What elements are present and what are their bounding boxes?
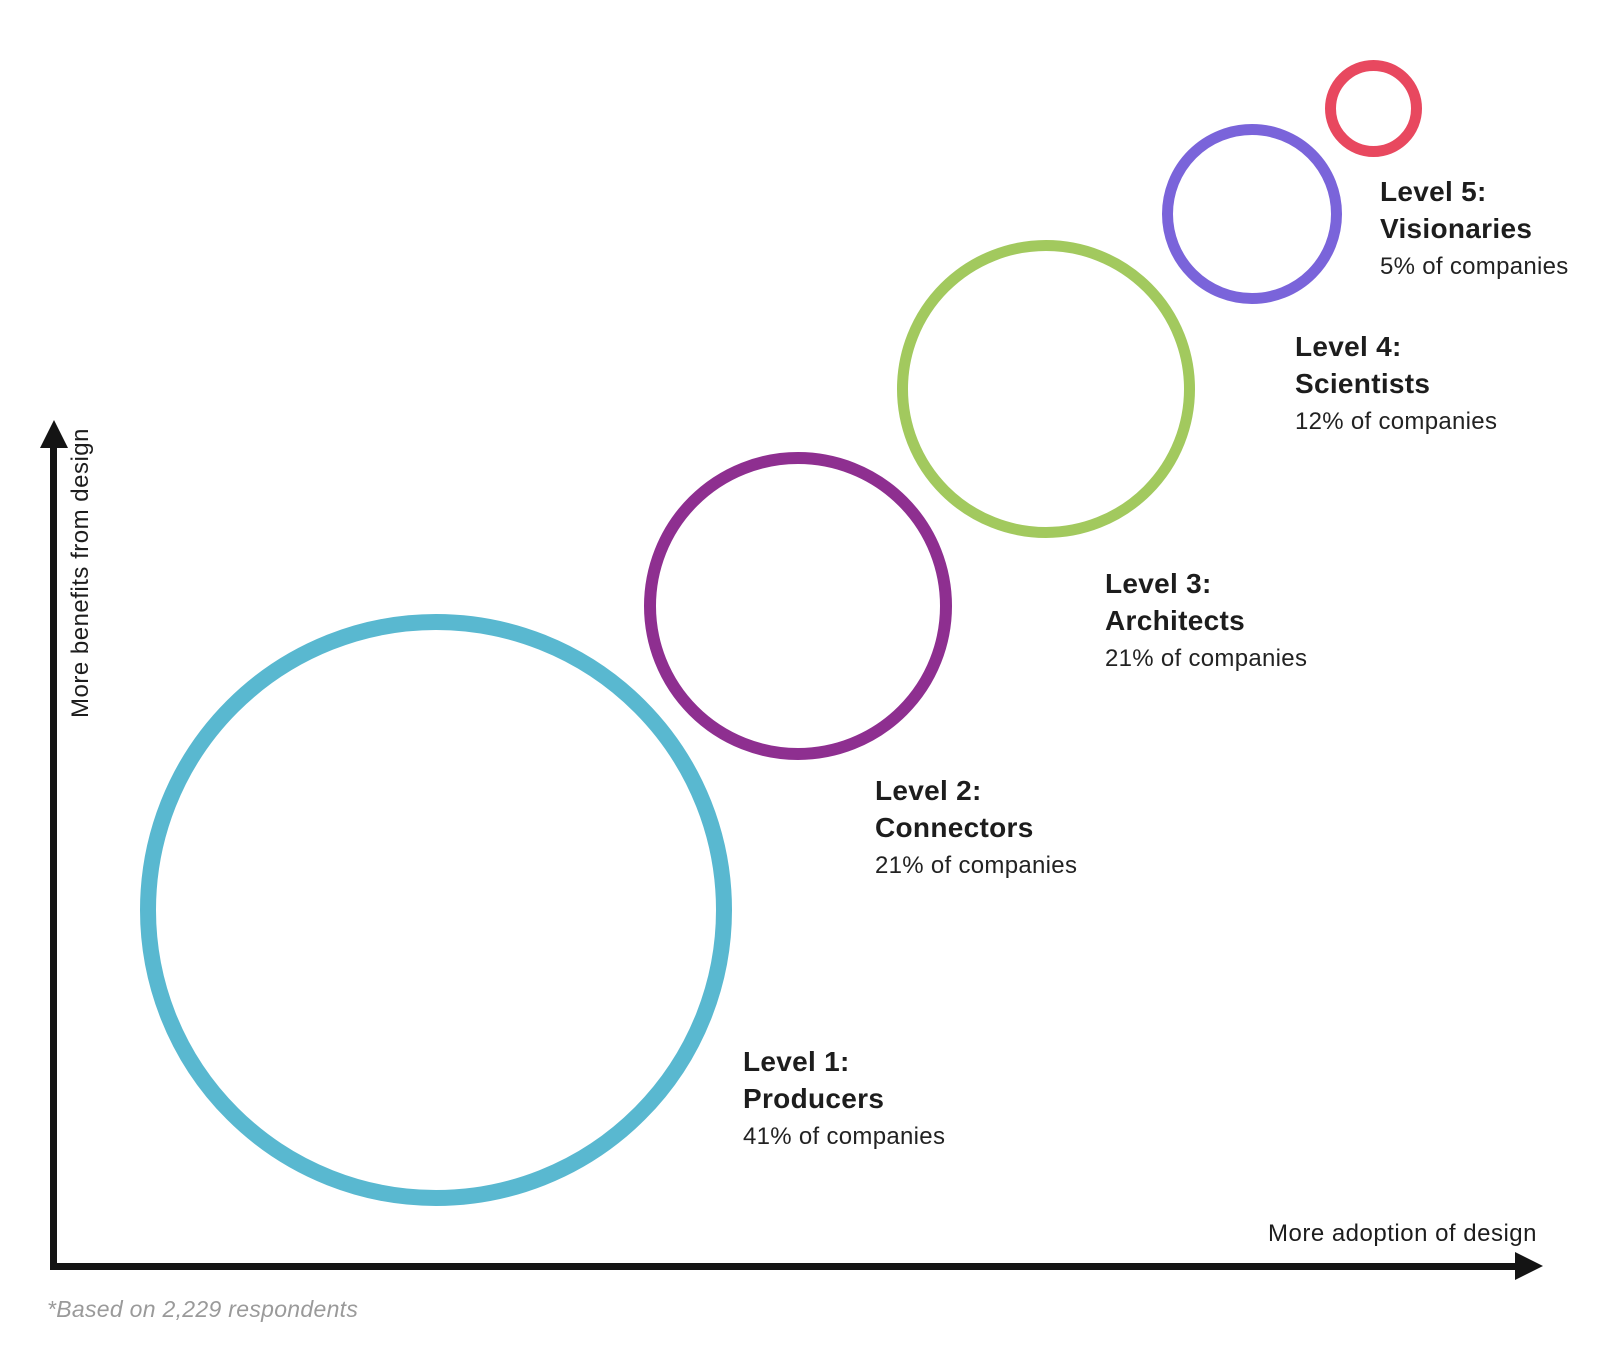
label-share-level-1: 41% of companies [743,1123,946,1150]
x-axis-label: More adoption of design [1267,1220,1537,1247]
label-share-level-2: 21% of companies [875,852,1078,879]
footnote: *Based on 2,229 respondents [47,1296,359,1322]
label-share-level-4: 12% of companies [1295,408,1498,435]
y-axis-label: More benefits from design [67,428,94,718]
label-title-level-3: Level 3: Architects [1105,565,1307,639]
label-level-1: Level 1: Producers 41% of companies [743,1043,945,1151]
label-name-level-5: Visionaries [1380,213,1533,244]
x-axis-arrowhead-icon [1515,1252,1543,1280]
label-title-level-1: Level 1: Producers [743,1043,945,1117]
label-name-level-4: Scientists [1295,368,1431,399]
label-level-4: Level 4: Scientists 12% of companies [1295,328,1497,436]
label-level-level-3: Level 3: [1105,568,1212,599]
bubble-level-4 [1162,124,1342,304]
label-level-2: Level 2: Connectors 21% of companies [875,772,1077,880]
bubble-level-1 [140,614,732,1206]
label-share-level-5: 5% of companies [1380,253,1569,280]
y-axis-arrowhead-icon [40,420,68,448]
label-level-level-2: Level 2: [875,775,982,806]
label-level-level-1: Level 1: [743,1046,850,1077]
bubble-level-2 [644,452,952,760]
bubble-level-3 [897,240,1195,538]
label-title-level-4: Level 4: Scientists [1295,328,1497,402]
label-level-5: Level 5: Visionaries 5% of companies [1380,173,1569,281]
label-share-level-3: 21% of companies [1105,645,1308,672]
label-title-level-2: Level 2: Connectors [875,772,1077,846]
label-title-level-5: Level 5: Visionaries [1380,173,1569,247]
label-level-level-4: Level 4: [1295,331,1402,362]
label-name-level-3: Architects [1105,605,1245,636]
bubble-level-5 [1324,59,1422,157]
label-level-3: Level 3: Architects 21% of companies [1105,565,1307,673]
y-axis-line [50,440,57,1270]
label-level-level-5: Level 5: [1380,176,1487,207]
label-name-level-1: Producers [743,1083,885,1114]
label-name-level-2: Connectors [875,812,1034,843]
x-axis-line [50,1263,1518,1270]
